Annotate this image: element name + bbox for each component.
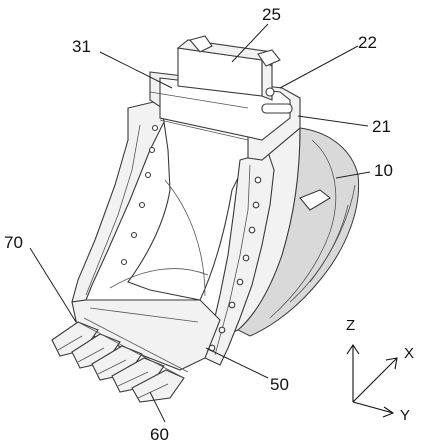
label-50: 50 (270, 375, 289, 394)
label-25: 25 (262, 5, 281, 24)
left-side-plate (71, 99, 166, 303)
axis-label-y: Y (400, 407, 410, 424)
label-22: 22 (358, 33, 377, 52)
axis-label-x: X (404, 345, 414, 362)
label-31: 31 (72, 37, 91, 56)
label-60: 60 (150, 425, 169, 444)
axis-label-z: Z (346, 317, 355, 334)
bucket-cavity (109, 107, 251, 301)
tooth (131, 369, 185, 403)
top-bracket (149, 35, 301, 161)
label-21: 21 (372, 117, 391, 136)
shell-window (299, 189, 331, 211)
front-side-plate (204, 151, 275, 366)
label-70: 70 (4, 233, 23, 252)
coordinate-axes: Z X Y (346, 317, 414, 424)
bucket-teeth (51, 317, 189, 403)
label-10: 10 (374, 161, 393, 180)
leader-lines (29, 23, 371, 423)
